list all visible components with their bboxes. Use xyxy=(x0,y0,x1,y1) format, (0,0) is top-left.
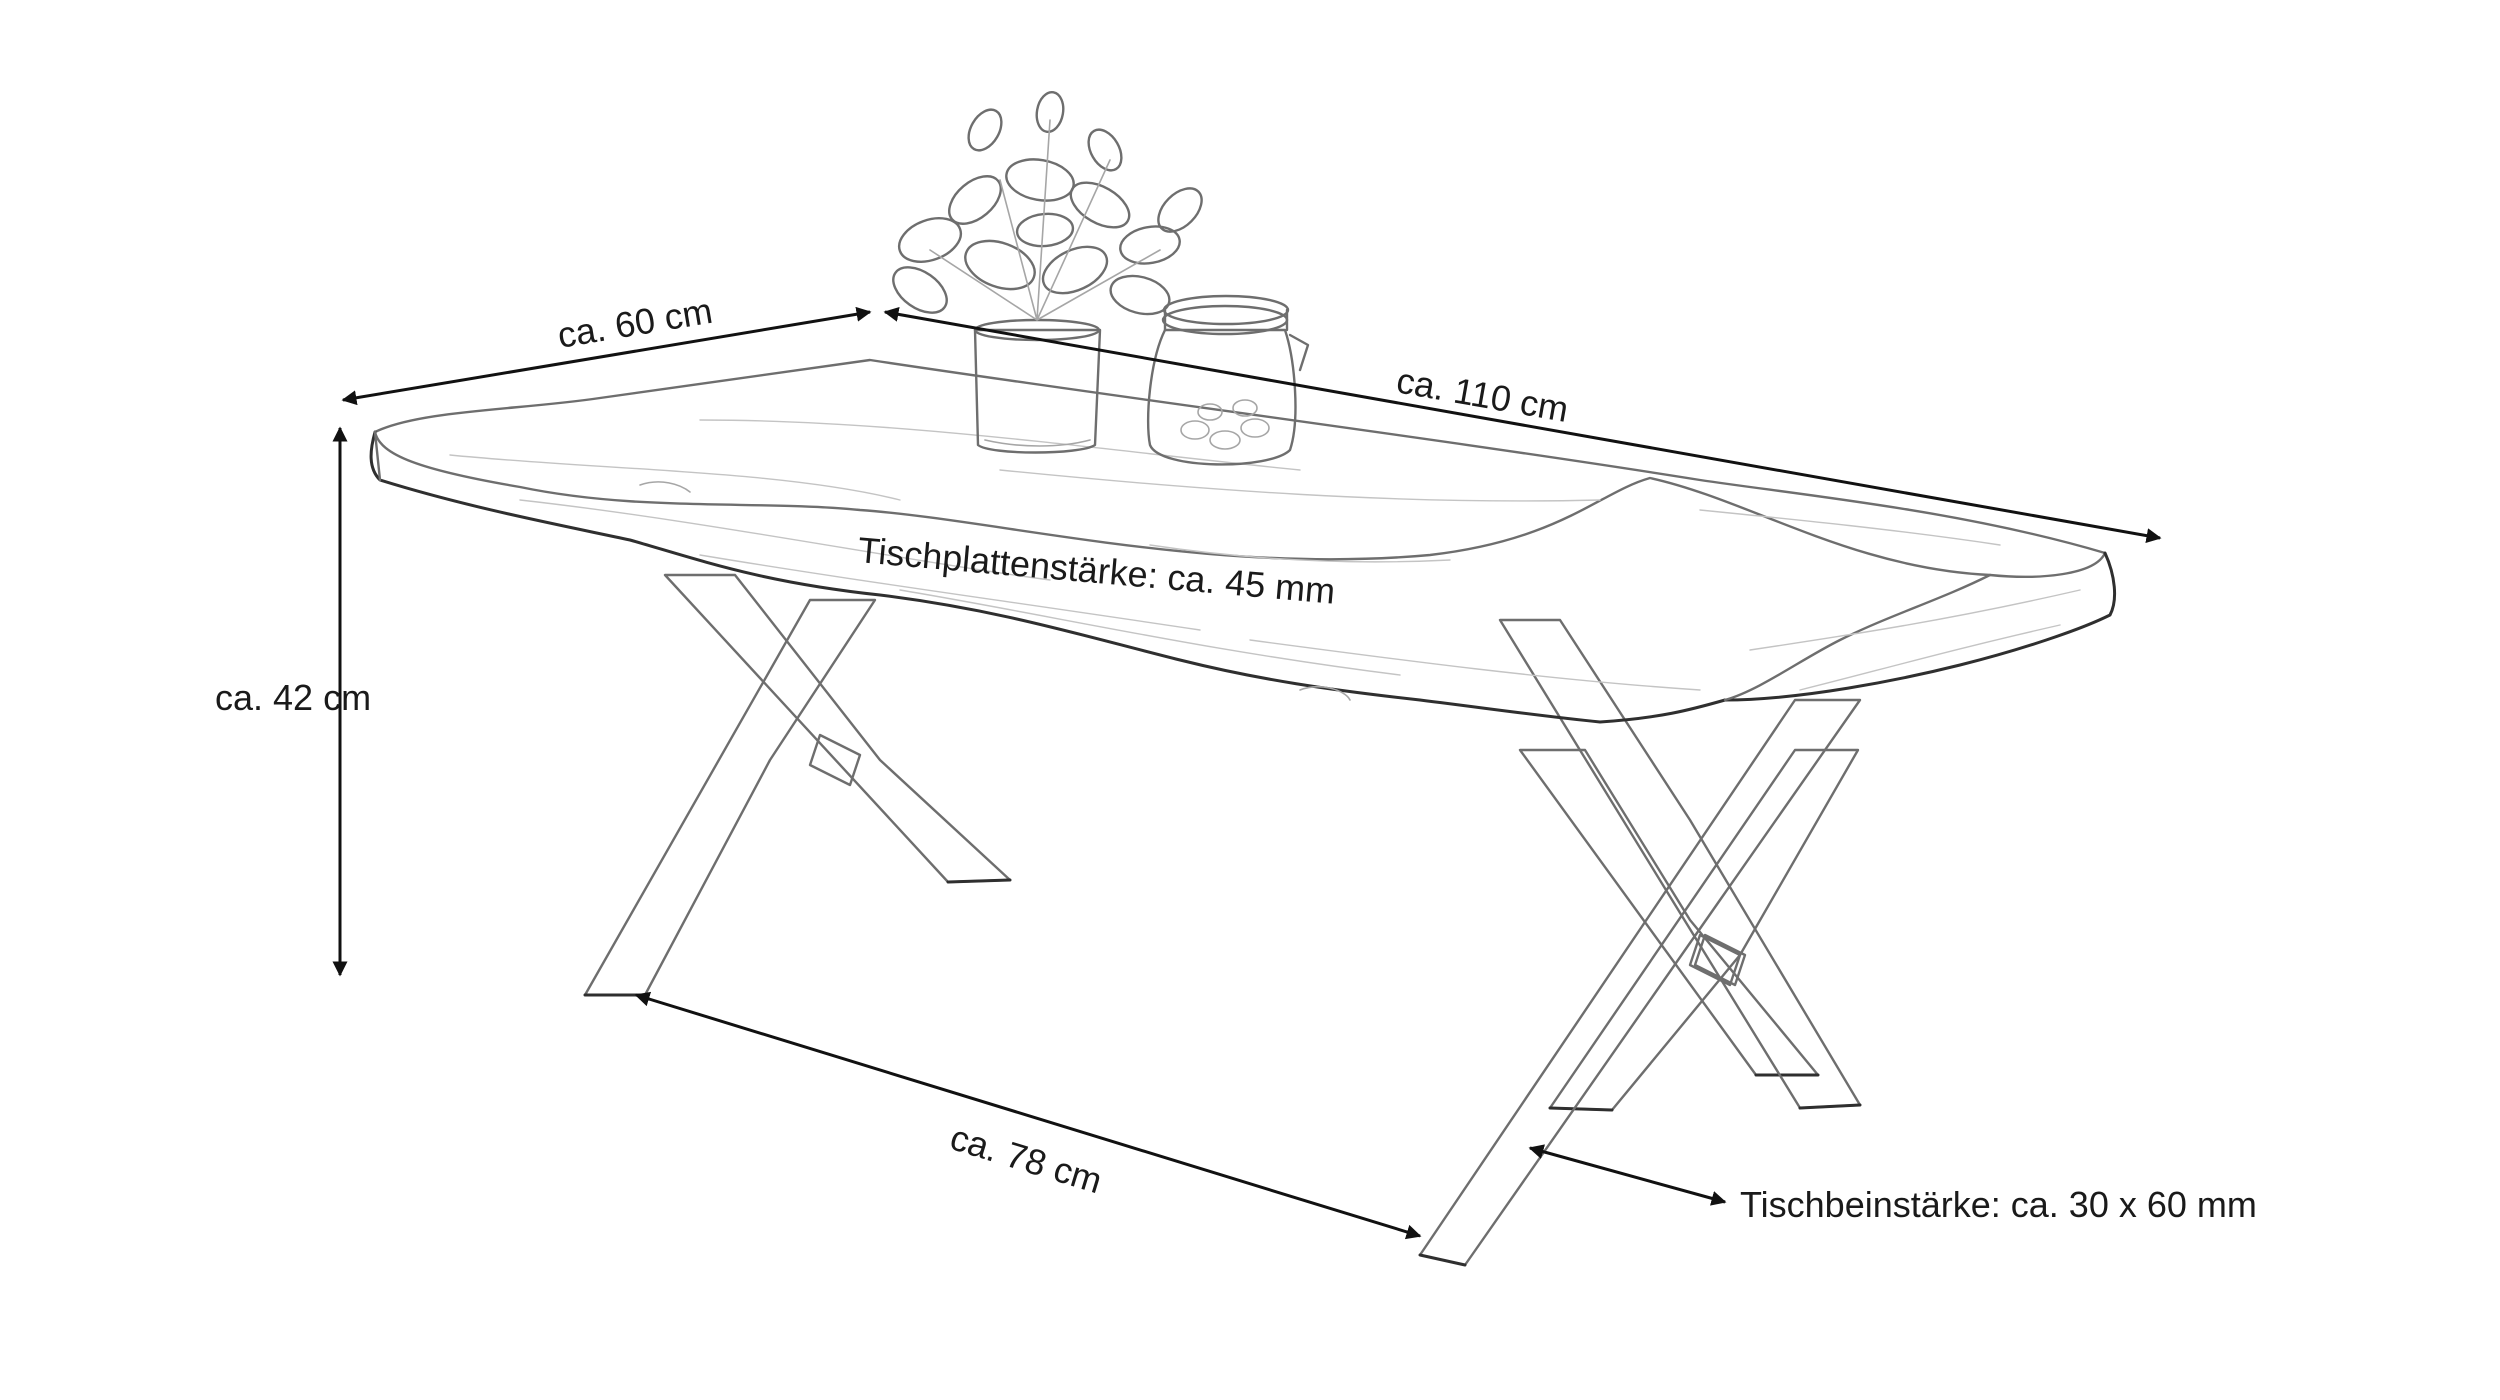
table-sketch xyxy=(369,90,2116,1267)
tabletop xyxy=(369,358,2116,724)
leg-frame-front-right xyxy=(1418,618,1862,1267)
length-dimension-arrow xyxy=(883,306,2162,544)
plant-leaves xyxy=(892,90,1203,321)
leg-frame-front-left xyxy=(583,573,1012,997)
leg-spacing-label: ca. 78 cm xyxy=(946,1116,1107,1201)
glass-jar xyxy=(1146,294,1310,466)
leg-thickness-label: Tischbeinstärke: ca. 30 x 60 mm xyxy=(1740,1184,2257,1225)
depth-dimension-arrow xyxy=(341,306,872,406)
height-label: ca. 42 cm xyxy=(215,677,371,718)
dimension-lines xyxy=(332,306,2162,1240)
depth-label: ca. 60 cm xyxy=(555,290,716,356)
dimension-labels: ca. 60 cm ca. 110 cm ca. 42 cm ca. 78 cm… xyxy=(215,290,2257,1225)
leg-thickness-dimension-arrow xyxy=(1528,1144,1727,1206)
leg-frame-back xyxy=(1518,748,1860,1112)
leg-spacing-dimension-arrow xyxy=(634,991,1422,1240)
